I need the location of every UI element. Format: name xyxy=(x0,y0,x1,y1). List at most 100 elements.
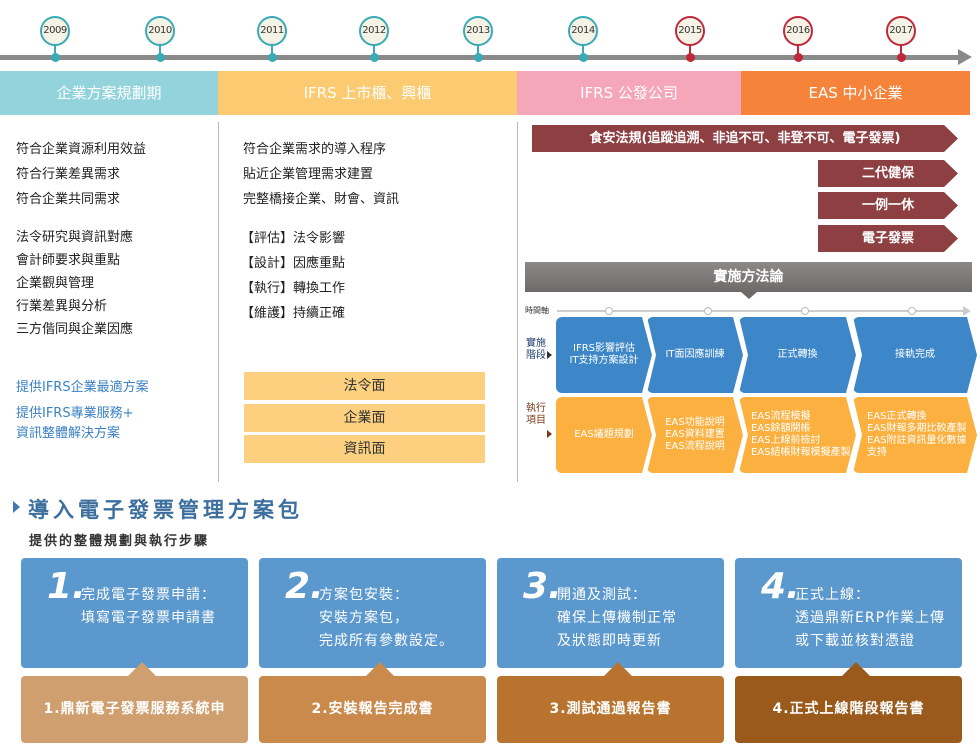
offer-text: 資訊整體解決方案 xyxy=(16,426,121,441)
year-dot xyxy=(685,53,695,62)
stage-text: 接軌完成 xyxy=(895,349,935,360)
package-title: 導入電子發票管理方案包 xyxy=(28,498,303,522)
step-description: 開通及測試：確保上傳機制正常及狀態即時更新 xyxy=(557,584,677,653)
step-number: 2. xyxy=(285,566,324,607)
pointer-icon xyxy=(547,351,552,359)
step-line: 正式上線： xyxy=(795,587,870,603)
left-analysis: 法令研究與資訊對應 會計師要求與重點 企業觀與管理 行業差異與分析 三方偕同與企… xyxy=(16,226,133,341)
step-number: 1. xyxy=(47,566,86,607)
list-item: 三方偕同與企業因應 xyxy=(16,322,134,337)
pointer-triangle-icon xyxy=(366,662,394,676)
list-item: 【評估】法令影響 xyxy=(241,231,346,246)
exec-text: EAS財報多期比較產製 xyxy=(867,423,967,434)
box-enterprise: 企業面 xyxy=(244,404,485,432)
list-item: 法令研究與資訊對應 xyxy=(16,230,134,245)
regulation-arrow-food-safety: 食安法規(追蹤追溯、非追不可、非登不可、電子發票) xyxy=(532,125,958,152)
step-card: 4. 正式上線：透過鼎新ERP作業上傳或下載並核對憑證 xyxy=(735,558,962,668)
stage-label: 實施 階段 xyxy=(526,338,546,362)
pointer-triangle-icon xyxy=(842,662,870,676)
exec-text: 支持 xyxy=(867,447,887,458)
list-item: 符合企業需求的導入程序 xyxy=(243,142,387,157)
step-line: 透過鼎新ERP作業上傳 xyxy=(795,610,946,626)
stage-text: IT支持方案設計 xyxy=(569,355,639,366)
step-card: 3. 開通及測試：確保上傳機制正常及狀態即時更新 xyxy=(497,558,724,668)
pointer-triangle-icon xyxy=(604,662,632,676)
year-marker: 2014 xyxy=(568,16,598,46)
step-line: 填寫電子發票申請書 xyxy=(81,610,216,626)
year-marker: 2015 xyxy=(675,16,705,46)
list-item: 【維護】持續正確 xyxy=(241,306,346,321)
exec-text: EAS議題規劃 xyxy=(574,429,634,440)
step-line: 安裝方案包， xyxy=(319,610,409,626)
phase-planning: 企業方案規劃期 xyxy=(0,71,218,115)
chevron-right-icon xyxy=(724,597,734,629)
list-item: 【設計】因應重點 xyxy=(241,256,346,271)
exec-text: EAS附註資訊量化數據 xyxy=(867,435,967,446)
phase-ifrs-listed: IFRS 上市櫃、興櫃 xyxy=(218,71,517,115)
year-marker: 2011 xyxy=(257,16,287,46)
list-item: 貼近企業管理需求建置 xyxy=(243,167,374,182)
exec-text: EAS流程模擬 xyxy=(751,411,811,422)
regulation-arrow-einvoice: 電子發票 xyxy=(818,225,958,252)
regulation-arrow-health-insurance: 二代健保 xyxy=(818,160,958,187)
mid-process: 符合企業需求的導入程序 貼近企業管理需求建置 完整橋接企業、財會、資訊 xyxy=(243,137,399,212)
stage-text: IFRS影響評估 xyxy=(573,343,635,354)
exec-text: EAS正式轉換 xyxy=(867,411,927,422)
year-dot xyxy=(578,53,588,62)
step-report: 3.測試通過報告書 xyxy=(497,676,724,743)
step-report: 2.安裝報告完成書 xyxy=(259,676,486,743)
exec-text: EAS功能說明 xyxy=(665,417,725,428)
list-item: 行業差異與分析 xyxy=(16,299,108,314)
year-stem xyxy=(159,44,161,56)
year-stem xyxy=(373,44,375,56)
offer-text: 提供IFRS企業最適方案 xyxy=(16,380,149,395)
step-description: 方案包安裝：安裝方案包，完成所有參數設定。 xyxy=(319,584,454,653)
box-information: 資訊面 xyxy=(244,435,485,463)
step-line: 或下載並核對憑證 xyxy=(795,633,915,649)
exec-text: EAS流程說明 xyxy=(665,441,725,452)
time-marker xyxy=(605,307,613,315)
list-item: 【執行】轉換工作 xyxy=(241,281,346,296)
phase-eas-sme: EAS 中小企業 xyxy=(741,71,970,115)
stage-conversion: 正式轉換 xyxy=(739,317,856,393)
section-bullet-icon xyxy=(13,501,20,513)
year-dot xyxy=(896,53,906,62)
exec-planning: EAS議題規劃 xyxy=(556,397,652,473)
label-line: 階段 xyxy=(526,350,546,361)
regulation-arrow-labor: 一例一休 xyxy=(818,192,958,219)
year-stem xyxy=(900,44,902,56)
year-dot xyxy=(369,53,379,62)
time-axis-arrow-icon xyxy=(963,306,971,316)
divider xyxy=(517,122,518,482)
stage-text: IT面因應訓練 xyxy=(665,349,725,360)
left-offers: 提供IFRS企業最適方案 提供IFRS專業服務+ 資訊整體解決方案 xyxy=(16,378,149,444)
time-axis-label: 時間軸 xyxy=(525,306,549,315)
year-dot xyxy=(50,53,60,62)
exec-text: EAS上線前檢討 xyxy=(751,435,821,446)
list-item: 企業觀與管理 xyxy=(16,276,95,291)
step-description: 正式上線： 透過鼎新ERP作業上傳或下載並核對憑證 xyxy=(795,584,945,653)
year-dot xyxy=(155,53,165,62)
year-stem xyxy=(582,44,584,56)
step-number: 3. xyxy=(523,566,562,607)
year-dot xyxy=(793,53,803,62)
step-line: 確保上傳機制正常 xyxy=(557,610,677,626)
step-card: 1. 完成電子發票申請： 填寫電子發票申請書 xyxy=(21,558,248,668)
time-marker xyxy=(801,307,809,315)
timeline-arrow-icon xyxy=(958,49,972,65)
stage-training: IT面因應訓練 xyxy=(647,317,743,393)
step-line: 完成電子發票申請： xyxy=(81,587,216,603)
label-line: 項目 xyxy=(526,415,546,426)
pointer-triangle-icon xyxy=(128,662,156,676)
label-line: 實施 xyxy=(526,338,546,349)
step-description: 完成電子發票申請： 填寫電子發票申請書 xyxy=(81,584,216,630)
pointer-icon xyxy=(547,430,552,438)
list-item: 完整橋接企業、財會、資訊 xyxy=(243,192,400,207)
label-line: 執行 xyxy=(526,403,546,414)
time-marker xyxy=(704,307,712,315)
step-card: 2. 方案包安裝：安裝方案包，完成所有參數設定。 xyxy=(259,558,486,668)
left-benefits: 符合企業資源利用效益 符合行業差異需求 符合企業共同需求 xyxy=(16,137,146,212)
time-marker xyxy=(908,307,916,315)
phase-ifrs-public: IFRS 公發公司 xyxy=(517,71,741,115)
